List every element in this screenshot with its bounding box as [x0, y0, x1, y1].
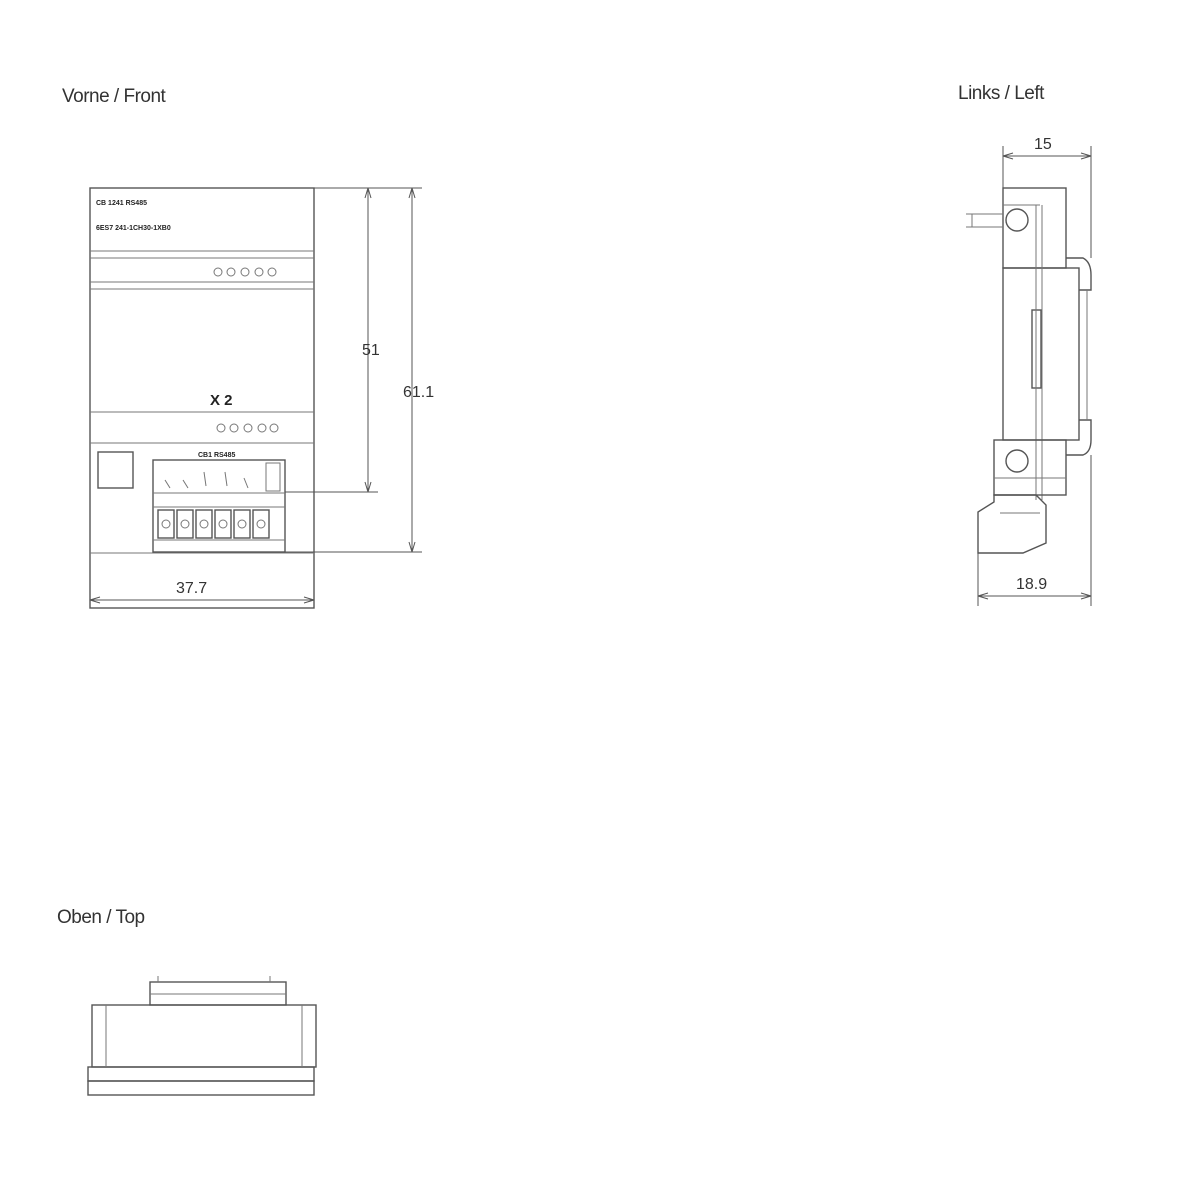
led-row-lower [216, 423, 279, 433]
led-row-upper [213, 267, 277, 277]
dim-61-1-text: 61.1 [403, 384, 434, 401]
front-view: CB 1241 RS485 6ES7 241-1CH30-1XB0 X 2 CB… [89, 187, 434, 609]
dim-18-9-text: 18.9 [1016, 576, 1047, 593]
top-view-label: Oben / Top [57, 907, 145, 928]
dim-37-7-text: 37.7 [176, 580, 207, 597]
front-body-outline [89, 187, 315, 609]
top-view [87, 976, 317, 1096]
dimension-front-width: 37.7 [89, 580, 315, 604]
front-window-square [97, 451, 134, 489]
terminal-connector [152, 459, 286, 553]
left-view: 15 18.9 [966, 136, 1092, 606]
top-base-strip [87, 1080, 315, 1096]
top-front-strip [87, 1066, 315, 1082]
dim-15-text: 15 [1034, 136, 1052, 153]
dimension-left-top-width: 15 [1002, 136, 1092, 258]
top-body-outline [91, 1004, 317, 1068]
left-view-label: Links / Left [958, 83, 1044, 104]
left-lower-block [993, 439, 1067, 496]
left-upper-block [1002, 187, 1067, 269]
front-view-label: Vorne / Front [62, 86, 166, 107]
connector-label-text: CB1 RS485 [198, 452, 235, 459]
dimension-front-height-inner: 51 [285, 187, 380, 493]
left-connector-profile [977, 494, 1047, 554]
dim-51-text: 51 [362, 342, 380, 359]
dimension-left-bottom-width: 18.9 [977, 455, 1092, 606]
order-number-text: 6ES7 241-1CH30-1XB0 [96, 225, 171, 232]
port-marking-text: X 2 [210, 392, 233, 409]
module-name-text: CB 1241 RS485 [96, 200, 147, 207]
dimension-front-height-total: 61.1 [285, 187, 434, 553]
